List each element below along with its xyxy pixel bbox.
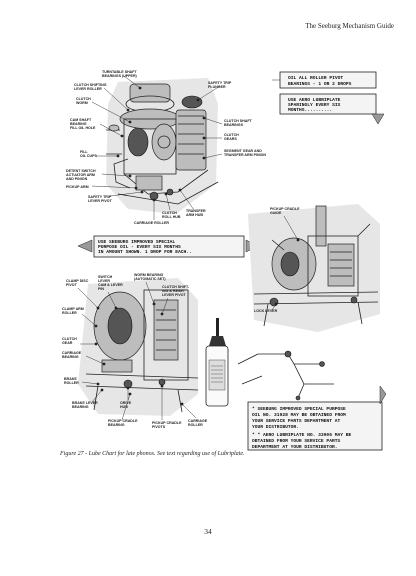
label-carriage: CARRIAGE	[62, 351, 82, 355]
upper-mechanism-drawing	[106, 78, 219, 214]
right-drawing-labels: PICKUP CRADLE GUIDE LOCK LEVER	[254, 207, 300, 313]
label-arm-hub: ARM HUB	[186, 213, 203, 217]
lube-chart-illustration: TURNTABLE SHAFT BEARINGS (UPPER) CLUTCH …	[62, 70, 387, 451]
label-roll-hub: ROLL HUB	[162, 215, 181, 219]
label-and-pinion: AND PINION	[66, 177, 88, 181]
label-pickup-cradle-b: PICKUP CRADLE	[108, 419, 138, 423]
label-pivots: PIVOTS	[152, 425, 166, 429]
label-bearings: BEARINGS	[224, 123, 244, 127]
oil-bottle	[205, 318, 229, 407]
label-clutch-c: CLUTCH	[62, 337, 77, 341]
label-worm: WORM	[76, 101, 88, 105]
svg-text:* * AERO LUBRIPLATE NO. 33906: * * AERO LUBRIPLATE NO. 33906 MAY BE	[252, 432, 351, 438]
page-number: 34	[204, 527, 212, 536]
label-bearings-upper: BEARINGS (UPPER)	[102, 74, 138, 78]
figure-caption: Figure 27 - Lube Chart for late phonos. …	[60, 451, 245, 457]
label-lock-lever: LOCK LEVER	[254, 309, 278, 313]
note-distributor: * SEEBURG IMPROVED SPECIAL PURPOSE OIL N…	[247, 385, 387, 451]
label-clutch: CLUTCH	[76, 97, 91, 101]
svg-text:USE AERO LUBRIPLATE: USE AERO LUBRIPLATE	[288, 97, 341, 103]
svg-text:* SEEBURG IMPROVED SPECIAL PUR: * SEEBURG IMPROVED SPECIAL PURPOSE	[252, 406, 346, 412]
svg-text:OIL ALL ROLLER PIVOT: OIL ALL ROLLER PIVOT	[288, 75, 343, 81]
svg-text:OIL NO. 31928 MAY BE OBTAINED: OIL NO. 31928 MAY BE OBTAINED FROM	[252, 412, 346, 418]
label-brake: BRAKE	[64, 377, 77, 381]
svg-text:MONTHS..........: MONTHS..........	[288, 107, 332, 113]
label-clutch-r: CLUTCH	[224, 133, 239, 137]
label-clutch-shifting: CLUTCH SHIFTING	[74, 83, 107, 87]
label-lever-roller: LEVER ROLLER	[74, 87, 102, 91]
svg-text:YOUR SERVICE PARTS DEPARTMENT: YOUR SERVICE PARTS DEPARTMENT AT	[252, 418, 340, 424]
label-cam-shaft: CAM SHAFT	[70, 118, 92, 122]
label-roller-c: ROLLER	[188, 423, 203, 427]
label-safety-trip: SAFETY TRIP	[88, 195, 112, 199]
note-aero-lubriplate: USE AERO LUBRIPLATE SPARINGLY EVERY SIX …	[279, 93, 377, 115]
label-guide: GUIDE	[270, 211, 282, 215]
label-segment-gear: SEGMENT GEAR AND	[224, 149, 262, 153]
svg-text:IN AMOUNT SHOWN. 1 DROP FOR EA: IN AMOUNT SHOWN. 1 DROP FOR EACH..	[98, 249, 192, 255]
label-hub: HUB	[120, 405, 128, 409]
upper-drawing-labels: TURNTABLE SHAFT BEARINGS (UPPER) CLUTCH …	[66, 70, 266, 225]
svg-text:PURPOSE OIL - EVERY SIX MONTHS: PURPOSE OIL - EVERY SIX MONTHS	[98, 244, 181, 250]
lube-chart-figure: TURNTABLE SHAFT BEARINGS (UPPER) CLUTCH …	[58, 64, 388, 454]
lower-drawing-labels: CLAMP DISC PIVOT SWITCH LEVER CAM & LEVE…	[62, 273, 208, 429]
label-lever: LEVER	[98, 279, 110, 283]
label-turntable-shaft: TURNTABLE SHAFT	[102, 70, 137, 74]
inset-linkage-drawing	[237, 350, 334, 401]
note-special-purpose-oil: USE SEEBURG IMPROVED SPECIAL PURPOSE OIL…	[93, 235, 245, 258]
svg-text:YOUR DISTRIBUTOR.: YOUR DISTRIBUTOR.	[252, 424, 299, 430]
right-mechanism-drawing	[248, 204, 380, 332]
label-gears: GEARS	[224, 137, 237, 141]
label-pickup-cradle-c: PICKUP CRADLE	[152, 421, 182, 425]
label-roller-b: ROLLER	[64, 381, 79, 385]
label-carriage-roller: CARRIAGE ROLLER	[134, 221, 169, 225]
label-bearing: BEARING	[70, 122, 87, 126]
label-oil-cups: OIL CUPS	[80, 154, 98, 158]
label-roller-a: ROLLER	[62, 311, 77, 315]
label-gear: GEAR	[62, 341, 73, 345]
label-switch: SWITCH	[98, 275, 113, 279]
label-clutch-shift: CLUTCH SHIFT-	[162, 285, 190, 289]
label-clamp-arm: CLAMP ARM	[62, 307, 84, 311]
label-lever-pivot: LEVER PIVOT	[88, 199, 113, 203]
label-safety-trip-r: SAFETY TRIP	[208, 81, 232, 85]
label-carriage-b: CARRIAGE	[188, 419, 208, 423]
label-bearing-d: BEARING	[108, 423, 125, 427]
svg-text:DEPARTMENT AT YOUR DISTRIBUTOR: DEPARTMENT AT YOUR DISTRIBUTOR.	[252, 444, 337, 450]
label-automatic-set: (AUTOMATIC SET)	[134, 277, 166, 281]
label-plunger: PLUNGER	[208, 85, 226, 89]
label-orive: ORIVE	[120, 401, 132, 405]
label-pivot: PIVOT	[66, 283, 78, 287]
label-clamp-disc: CLAMP DISC	[66, 279, 89, 283]
svg-text:OBTAINED FROM YOUR SERVICE PAR: OBTAINED FROM YOUR SERVICE PARTS	[252, 438, 340, 444]
running-header: The Seeburg Mechanism Guide	[305, 22, 394, 30]
label-ing-reset: ING & RESET	[162, 289, 186, 293]
svg-text:SPARINGLY EVERY SIX: SPARINGLY EVERY SIX	[288, 102, 341, 108]
label-fill: FILL	[80, 150, 88, 154]
label-transfer-arm-pinion: TRANSFER ARM PINION	[224, 153, 266, 157]
label-pin: PIN	[98, 287, 104, 291]
label-lever-pivot-b: LEVER PIVOT	[162, 293, 187, 297]
label-brake-lever: BRAKE LEVER	[72, 401, 98, 405]
label-bearing-b: BEARING	[62, 355, 79, 359]
label-pickup-cradle: PICKUP CRADLE	[270, 207, 300, 211]
label-clutch-b: CLUTCH	[162, 211, 177, 215]
label-pickup-arm: PICKUP ARM	[66, 185, 89, 189]
label-bearing-c: BEARING	[72, 405, 89, 409]
svg-text:BEARINGS - 1 OR 2 DROPS: BEARINGS - 1 OR 2 DROPS	[288, 81, 352, 87]
lower-mechanism-drawing	[78, 278, 199, 416]
svg-text:USE SEEBURG IMPROVED SPECIAL: USE SEEBURG IMPROVED SPECIAL	[98, 239, 175, 245]
label-worm-bearing: WORM BEARING	[134, 273, 164, 277]
note-oil-all-bearings: OIL ALL ROLLER PIVOT BEARINGS - 1 OR 2 D…	[272, 71, 377, 89]
label-transfer: TRANSFER	[186, 209, 206, 213]
label-detent-switch: DETENT SWITCH	[66, 169, 96, 173]
label-cam-lever: CAM & LEVER	[98, 283, 123, 287]
label-actuator-arm: ACTUATOR ARM	[66, 173, 95, 177]
label-clutch-shaft: CLUTCH SHAFT	[224, 119, 253, 123]
label-fill-oil-hole: FILL OIL HOLE	[70, 126, 96, 130]
